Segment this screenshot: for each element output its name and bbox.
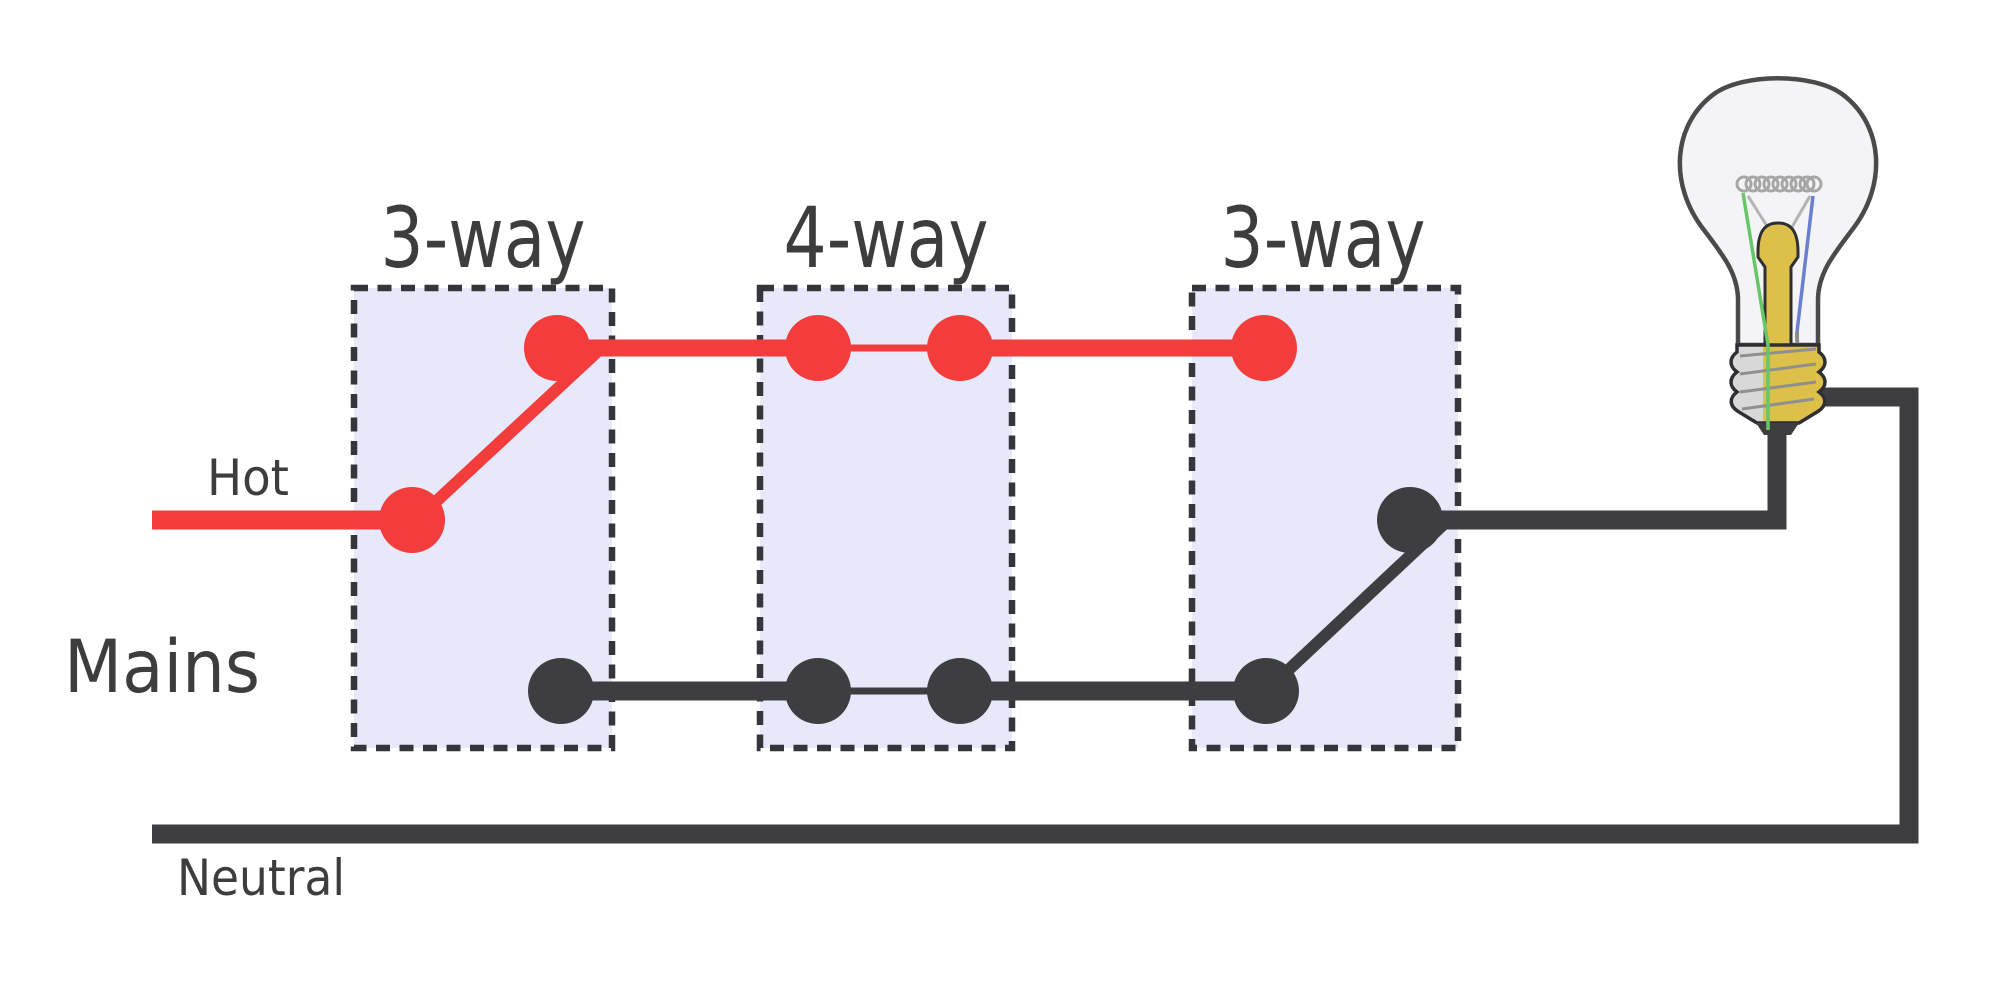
red-switch-blade (409, 347, 602, 527)
terminal-sw3-lower (1233, 658, 1299, 724)
mains-label: Mains (64, 625, 260, 710)
terminal-sw1-lower (528, 658, 594, 724)
terminal-sw3-common (1377, 487, 1443, 553)
terminal-sw2-lower-right (927, 658, 993, 724)
coil-loop (1789, 175, 1807, 193)
thread-line (1739, 362, 1817, 376)
coil-loop (1771, 175, 1789, 193)
thread-line (1739, 380, 1817, 394)
coil-loop (1744, 175, 1762, 193)
terminal-sw1-traveler (524, 315, 590, 381)
coil-loop (1735, 175, 1753, 193)
thread-line (1739, 347, 1817, 358)
bulb-lead-green (1741, 192, 1770, 430)
thread-line (1741, 397, 1815, 411)
switch-label-3way-right: 3-way (1221, 189, 1426, 287)
bulb-contact-tip (1756, 423, 1799, 435)
neutral-wire-run (152, 387, 1919, 844)
coil-loop (1805, 175, 1823, 193)
switched-hot-wire-to-bulb (1410, 428, 1787, 530)
switch-label-3way-left: 3-way (381, 189, 586, 287)
bulb-lead-blue (1795, 195, 1815, 333)
diagram-labels: 3-way 4-way 3-way Mains Hot Neutral (64, 189, 1426, 907)
neutral-terminals (528, 487, 1443, 724)
terminal-sw3-traveler (1231, 315, 1297, 381)
bulb-glass (1677, 76, 1879, 348)
switch-label-4way: 4-way (784, 189, 989, 287)
coil-loop (1753, 175, 1771, 193)
neutral-label: Neutral (177, 849, 345, 907)
coil-loop (1780, 175, 1798, 193)
terminal-sw2-traveler-left (785, 315, 851, 381)
base-threads (1739, 347, 1817, 411)
terminal-sw2-lower-left (785, 658, 851, 724)
coil-loop (1798, 175, 1816, 193)
terminal-sw2-traveler-right (927, 315, 993, 381)
light-bulb-icon (1677, 76, 1879, 435)
hot-label: Hot (207, 449, 289, 507)
hot-terminals (379, 315, 1297, 553)
filament-coil (1735, 175, 1823, 193)
terminal-hot-in (379, 487, 445, 553)
coil-loop (1762, 175, 1780, 193)
hot-wires (152, 339, 1264, 530)
